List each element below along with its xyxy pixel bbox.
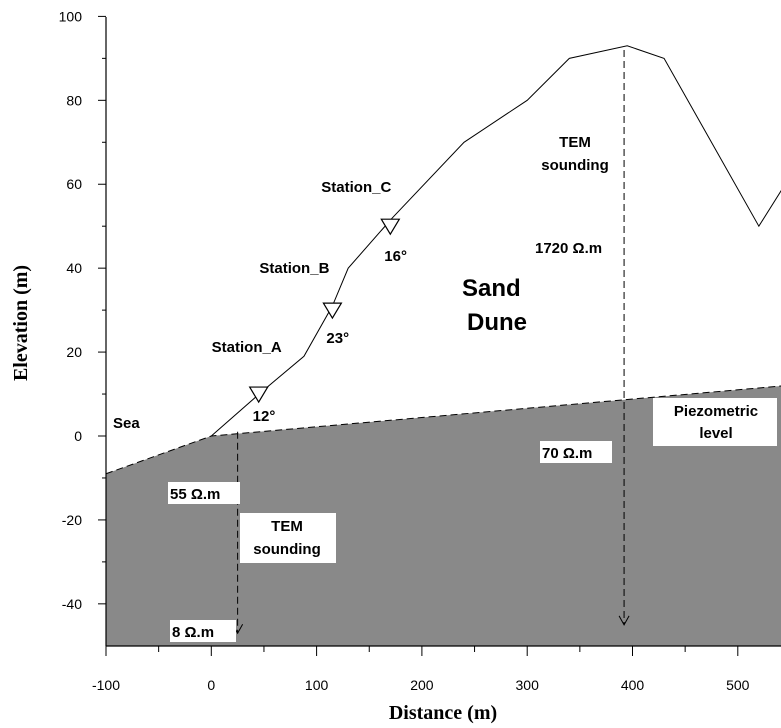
station-marker-3 [380, 218, 401, 236]
res-70-label: 70 Ω.m [542, 445, 592, 462]
tem-left-label-line2: sounding [253, 541, 321, 558]
y-tick-label: 80 [66, 92, 82, 108]
res-1720-label: 1720 Ω.m [535, 240, 602, 257]
res-8-label: 8 Ω.m [172, 624, 214, 641]
station-slope-2: 23° [326, 330, 349, 347]
surface-profile-line [210, 45, 781, 437]
sand-dune-label-line1: Sand [462, 275, 521, 302]
x-tick-label: 300 [516, 677, 540, 693]
res-55-label: 55 Ω.m [170, 486, 220, 503]
y-tick-label: -20 [62, 512, 82, 528]
tem-left-label-line1: TEM [271, 518, 303, 535]
station-marker-2 [322, 302, 343, 320]
station-label-1: Station_A [212, 339, 282, 356]
tem-right-label-line2: sounding [541, 157, 609, 174]
sea-label: Sea [113, 415, 140, 432]
y-axis-title: Elevation (m) [10, 265, 32, 381]
x-tick-label: 200 [410, 677, 434, 693]
x-tick-label: -100 [92, 677, 120, 693]
x-ticks: -100 0 100 200 300 400 500 [92, 646, 750, 693]
y-tick-label: 100 [59, 8, 83, 24]
y-tick-label: -40 [62, 596, 82, 612]
x-axis-title: Distance (m) [389, 702, 497, 724]
res-8-label-bg [170, 620, 236, 642]
station-marker-1 [248, 386, 269, 404]
x-tick-label: 100 [305, 677, 329, 693]
x-tick-label: 500 [726, 677, 750, 693]
x-tick-label: 400 [621, 677, 645, 693]
station-markers: Station_A 12° Station_B 23° Station_C 16° [212, 179, 407, 425]
y-ticks: -40 -20 0 20 40 60 80 100 [59, 8, 106, 612]
piezometric-label-line2: level [699, 425, 732, 442]
ground-area [106, 386, 781, 646]
y-tick-label: 0 [74, 428, 82, 444]
tem-right-label-line1: TEM [559, 134, 591, 151]
sea-label-bg [111, 413, 151, 433]
piezometric-level-line [105, 385, 781, 475]
x-tick-label: 0 [207, 677, 215, 693]
tem-left-label-bg [240, 513, 336, 563]
res-70-label-bg [540, 441, 612, 463]
sand-dune-label-line2: Dune [467, 309, 527, 336]
station-slope-3: 16° [384, 248, 407, 265]
y-tick-label: 40 [66, 260, 82, 276]
y-tick-label: 60 [66, 176, 82, 192]
res-55-label-bg [168, 482, 240, 504]
piezometric-label-bg [653, 398, 777, 446]
sounding-arrowhead-2 [618, 615, 630, 626]
y-tick-label: 20 [66, 344, 82, 360]
station-label-2: Station_B [259, 260, 329, 277]
piezometric-label-line1: Piezometric [674, 403, 758, 420]
station-label-3: Station_C [321, 179, 391, 196]
station-slope-1: 12° [253, 408, 276, 425]
